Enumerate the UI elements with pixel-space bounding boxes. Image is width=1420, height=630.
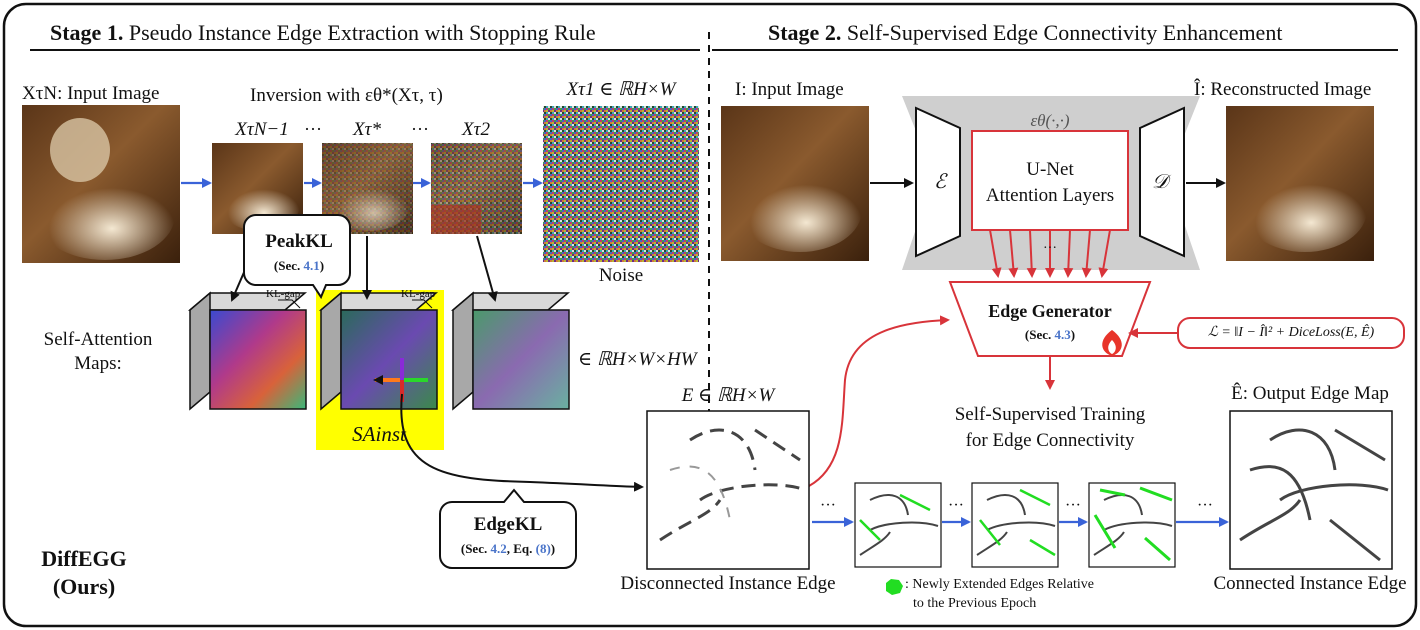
sa-maps-line2: Maps: bbox=[74, 353, 122, 374]
xt-dots-1: ··· bbox=[304, 119, 322, 139]
edge-gen-ref-pre: (Sec. bbox=[1024, 327, 1055, 342]
legend-line1: : Newly Extended Edges Relative bbox=[905, 577, 1094, 592]
noise-label: Noise bbox=[598, 265, 644, 286]
connected-label: Connected Instance Edge bbox=[1213, 573, 1407, 594]
input-image-stage1 bbox=[22, 105, 180, 263]
ellipsis-1: ··· bbox=[820, 497, 836, 514]
legend-green-icon bbox=[886, 579, 903, 595]
edgekl-ref-num1: 4.2 bbox=[490, 541, 507, 556]
xt-label-star: Xτ* bbox=[353, 119, 381, 140]
noise-image bbox=[543, 106, 699, 262]
encoder-block bbox=[915, 106, 961, 258]
legend-line2: to the Previous Epoch bbox=[913, 596, 1037, 611]
edge-gen-title: Edge Generator bbox=[988, 301, 1112, 321]
training-line1: Self-Supervised Training bbox=[954, 404, 1146, 425]
stage1-title: Pseudo Instance Edge Extraction with Sto… bbox=[128, 20, 596, 45]
ellipsis-4: ··· bbox=[1197, 497, 1213, 514]
gradient-arrows-icon bbox=[373, 358, 428, 402]
ellipsis-3: ··· bbox=[1065, 497, 1081, 514]
peakkl-title: PeakKL bbox=[265, 231, 333, 252]
edgekl-ref-num2: (8) bbox=[535, 541, 551, 556]
flame-icon bbox=[1102, 330, 1122, 356]
ellipsis-2: ··· bbox=[948, 497, 964, 514]
reconstructed-label: Î: Reconstructed Image bbox=[1194, 79, 1372, 100]
edgekl-ref-post: ) bbox=[550, 541, 556, 556]
edgekl-ref-pre: (Sec. bbox=[460, 541, 491, 556]
decoder-label: 𝒟 bbox=[1152, 171, 1168, 193]
kl-gap-label-2: KL-gap bbox=[401, 288, 436, 300]
disconnected-edge-map bbox=[646, 410, 810, 570]
reconstructed-image bbox=[1226, 106, 1374, 261]
unet-line1: U-Net bbox=[1026, 159, 1074, 180]
edge-generator-box bbox=[948, 281, 1152, 357]
peakkl-ref-pre: (Sec. bbox=[273, 258, 304, 273]
method-name: DiffEGG bbox=[41, 546, 127, 571]
sa-cube-1 bbox=[187, 291, 308, 411]
xt-dots-2: ··· bbox=[411, 119, 429, 139]
unet-line2: Attention Layers bbox=[985, 185, 1115, 206]
sa-cube-2 bbox=[318, 291, 439, 411]
xt-image-2 bbox=[431, 143, 522, 234]
epoch-edge-map-2 bbox=[971, 482, 1059, 568]
training-line2: for Edge Connectivity bbox=[965, 430, 1135, 451]
stage2-number: Stage 2. bbox=[768, 20, 842, 45]
output-edge-map bbox=[1229, 410, 1393, 570]
edgekl-ref: (Sec. 4.2, Eq. (8)) bbox=[461, 542, 555, 555]
peakkl-ref: (Sec. 4.1) bbox=[274, 259, 324, 272]
disconnected-label: Disconnected Instance Edge bbox=[620, 573, 836, 594]
peakkl-ref-num: 4.1 bbox=[303, 258, 320, 273]
stage2-title: Self-Supervised Edge Connectivity Enhanc… bbox=[846, 20, 1283, 45]
stage2-input-label: I: Input Image bbox=[735, 79, 844, 100]
sa-inst-label: SAinst bbox=[352, 422, 406, 446]
epoch-edge-map-3 bbox=[1088, 482, 1176, 568]
edgekl-callout bbox=[439, 488, 577, 569]
input-image-stage2 bbox=[721, 106, 869, 261]
sa-cube-3 bbox=[450, 291, 571, 411]
sa-dim-label: ∈ ℝH×W×HW bbox=[578, 349, 697, 370]
edge-gen-ref: (Sec. 4.3) bbox=[1025, 328, 1075, 341]
xt-label-2: Xτ2 bbox=[462, 119, 490, 140]
peakkl-callout bbox=[243, 214, 351, 300]
peakkl-ref-post: ) bbox=[319, 258, 325, 273]
inversion-label: Inversion with εθ*(Xτ, τ) bbox=[250, 85, 443, 106]
unet-dots: ··· bbox=[1043, 241, 1057, 256]
loss-formula: ℒ = ‖I − Î‖² + DiceLoss(E, Ê) bbox=[1207, 325, 1375, 340]
kl-gap-label-1: KL-gap bbox=[266, 288, 301, 300]
e-dim-label: E ∈ ℝH×W bbox=[681, 385, 775, 406]
stage2-heading: Stage 2. Self-Supervised Edge Connectivi… bbox=[768, 22, 1282, 44]
edge-gen-ref-num: 4.3 bbox=[1054, 327, 1071, 342]
sa-maps-line1: Self-Attention bbox=[43, 329, 153, 350]
edge-gen-ref-post: ) bbox=[1070, 327, 1076, 342]
edgekl-title: EdgeKL bbox=[473, 514, 543, 535]
output-edge-label: Ê: Output Edge Map bbox=[1231, 383, 1389, 404]
xt-label-n1: XτN−1 bbox=[235, 119, 289, 140]
edgekl-ref-mid: , Eq. bbox=[506, 541, 536, 556]
epoch-edge-map-1 bbox=[854, 482, 942, 568]
stage1-heading: Stage 1. Pseudo Instance Edge Extraction… bbox=[50, 22, 596, 44]
eps-label: εθ(·,·) bbox=[1030, 111, 1070, 130]
decoder-block bbox=[1139, 106, 1185, 258]
stage1-number: Stage 1. bbox=[50, 20, 124, 45]
attention-layers-box bbox=[971, 130, 1129, 231]
stage1-input-label: XτN: Input Image bbox=[22, 83, 160, 104]
method-note: (Ours) bbox=[52, 574, 116, 599]
encoder-label: ℰ bbox=[933, 171, 947, 193]
x1-label: Xτ1 ∈ ℝH×W bbox=[566, 79, 676, 100]
